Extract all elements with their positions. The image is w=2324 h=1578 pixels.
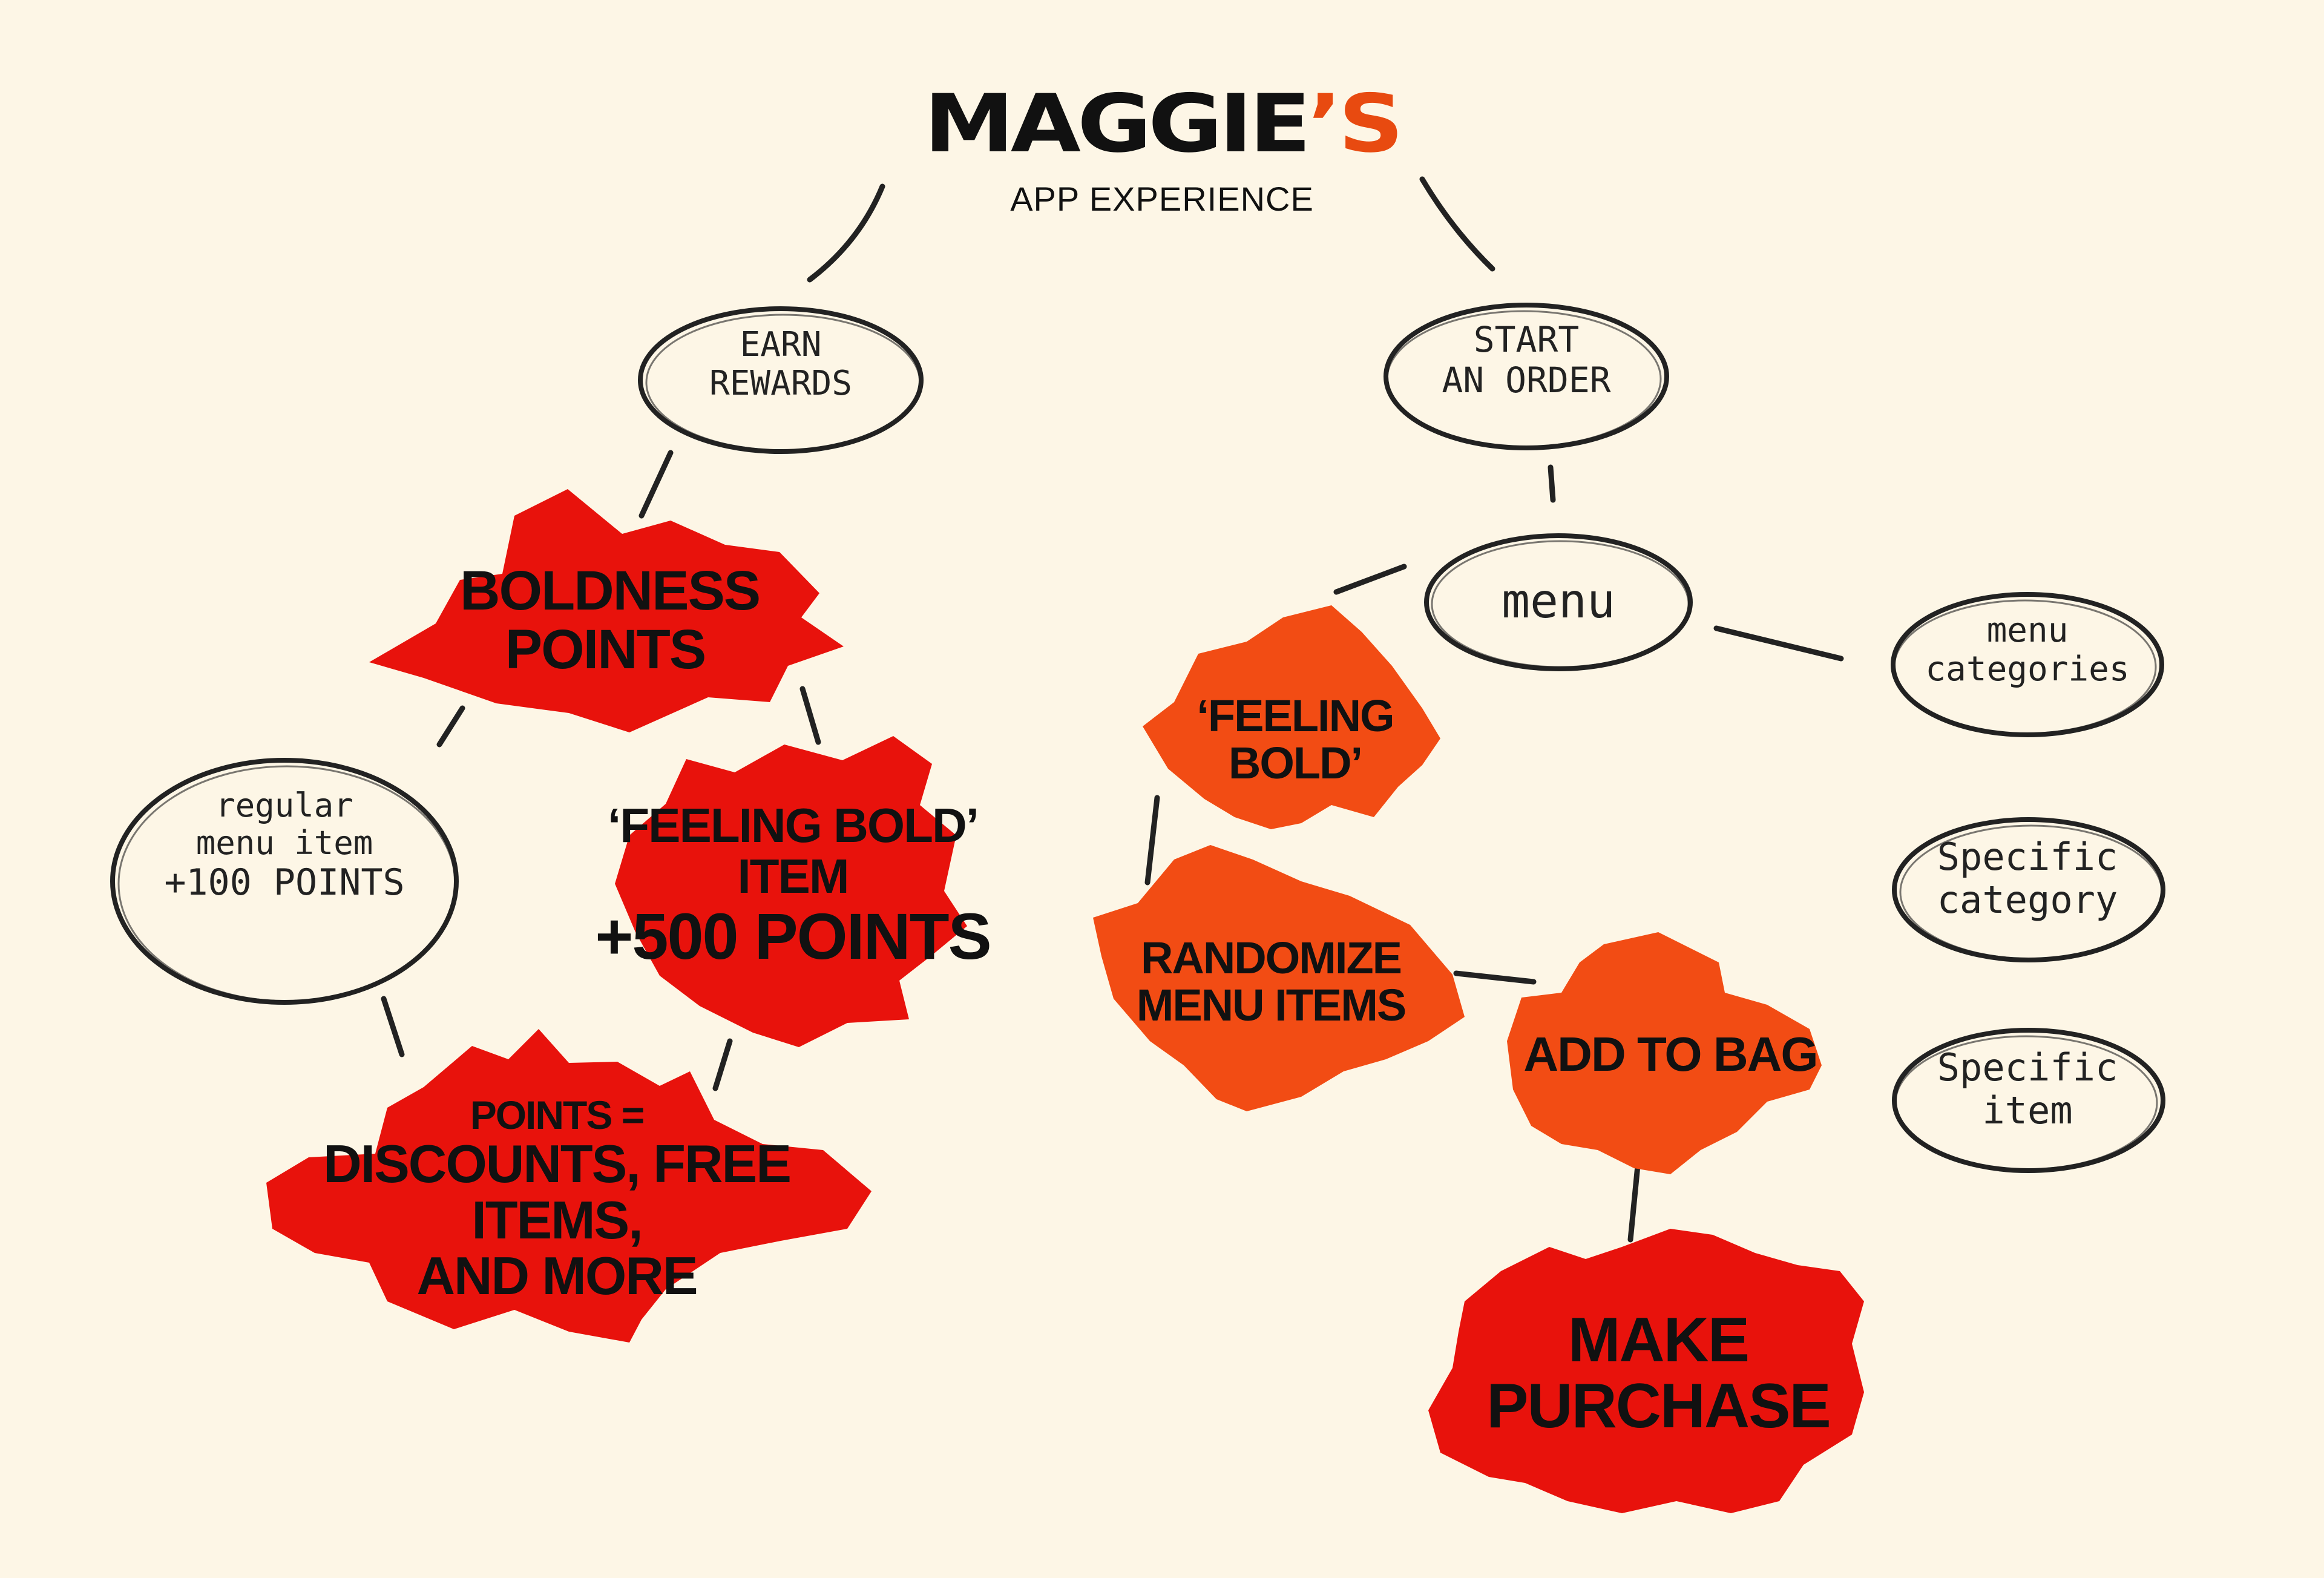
connector-fbitem-points: [712, 1038, 733, 1091]
blob-add-to-bag: [1507, 932, 1822, 1174]
ellipse-regular-item: [110, 758, 459, 1005]
connector-regular-points: [381, 996, 405, 1057]
label-boldness-points: BOLDNESS POINTS: [460, 560, 761, 680]
blob-feeling-bold: [1143, 605, 1440, 829]
blob-boldness-points: [369, 489, 844, 732]
node-earn-rewards: EARN REWARDS: [709, 325, 852, 404]
brand-title: MAGGIE’S: [859, 77, 1465, 170]
label-feeling-bold-item: ‘FEELING BOLD’ ITEM +500 POINTS: [595, 798, 991, 973]
node-specific-item: Specific item: [1937, 1045, 2118, 1133]
connector-earn-boldness: [638, 450, 674, 519]
connector-title-earn: [807, 183, 885, 283]
connector-boldness-fbitem: [799, 686, 821, 745]
ellipses: [110, 303, 2165, 1173]
label-make-purchase: MAKE PURCHASE: [1486, 1305, 1831, 1442]
blob-make-purchase: [1428, 1229, 1864, 1513]
connector-boldness-regular: [436, 705, 465, 748]
connector-addtobag-purchase: [1627, 1163, 1641, 1243]
connector-menu-feelingbold: [1333, 564, 1407, 595]
label-add-to-bag: ADD TO BAG: [1523, 1027, 1818, 1081]
ellipse-specific-item: [1892, 1028, 2165, 1173]
ellipse-specific-category: [1892, 817, 2165, 962]
ellipse-menu: [1424, 533, 1693, 671]
node-regular-item: regular menu item +100 POINTS: [164, 786, 405, 904]
label-randomize: RANDOMIZE MENU ITEMS: [1136, 933, 1407, 1030]
brand-subtitle: APP EXPERIENCE: [1010, 180, 1314, 218]
brand-name: MAGGIE: [924, 77, 1311, 171]
label-feeling-bold: ‘FEELING BOLD’: [1196, 691, 1394, 788]
node-menu-categories: menu categories: [1925, 611, 2130, 689]
connector-title-start: [1419, 176, 1495, 272]
blobs: [266, 489, 1864, 1513]
blob-feeling-bold-item: [615, 736, 967, 1047]
ellipse-earn-rewards: [638, 306, 924, 454]
label-points-equal: POINTS = DISCOUNTS, FREE ITEMS, AND MORE: [323, 1093, 792, 1306]
ellipse-start-order: [1384, 303, 1669, 450]
node-specific-category: Specific category: [1937, 835, 2118, 922]
node-start-order: START AN ORDER: [1442, 319, 1611, 401]
brand-apostrophe-s: ’S: [1307, 77, 1403, 171]
ellipse-menu-categories: [1891, 592, 2164, 737]
blob-points-equal: [266, 1029, 872, 1343]
node-menu: menu: [1502, 574, 1615, 629]
connector-start-menu: [1548, 464, 1556, 503]
blob-randomize: [1093, 845, 1465, 1111]
connector-randomize-addtobag: [1453, 970, 1537, 985]
connector-feelingbold-randomize: [1144, 795, 1160, 886]
connectors: [381, 176, 1844, 1243]
connector-menu-categories: [1713, 625, 1844, 662]
